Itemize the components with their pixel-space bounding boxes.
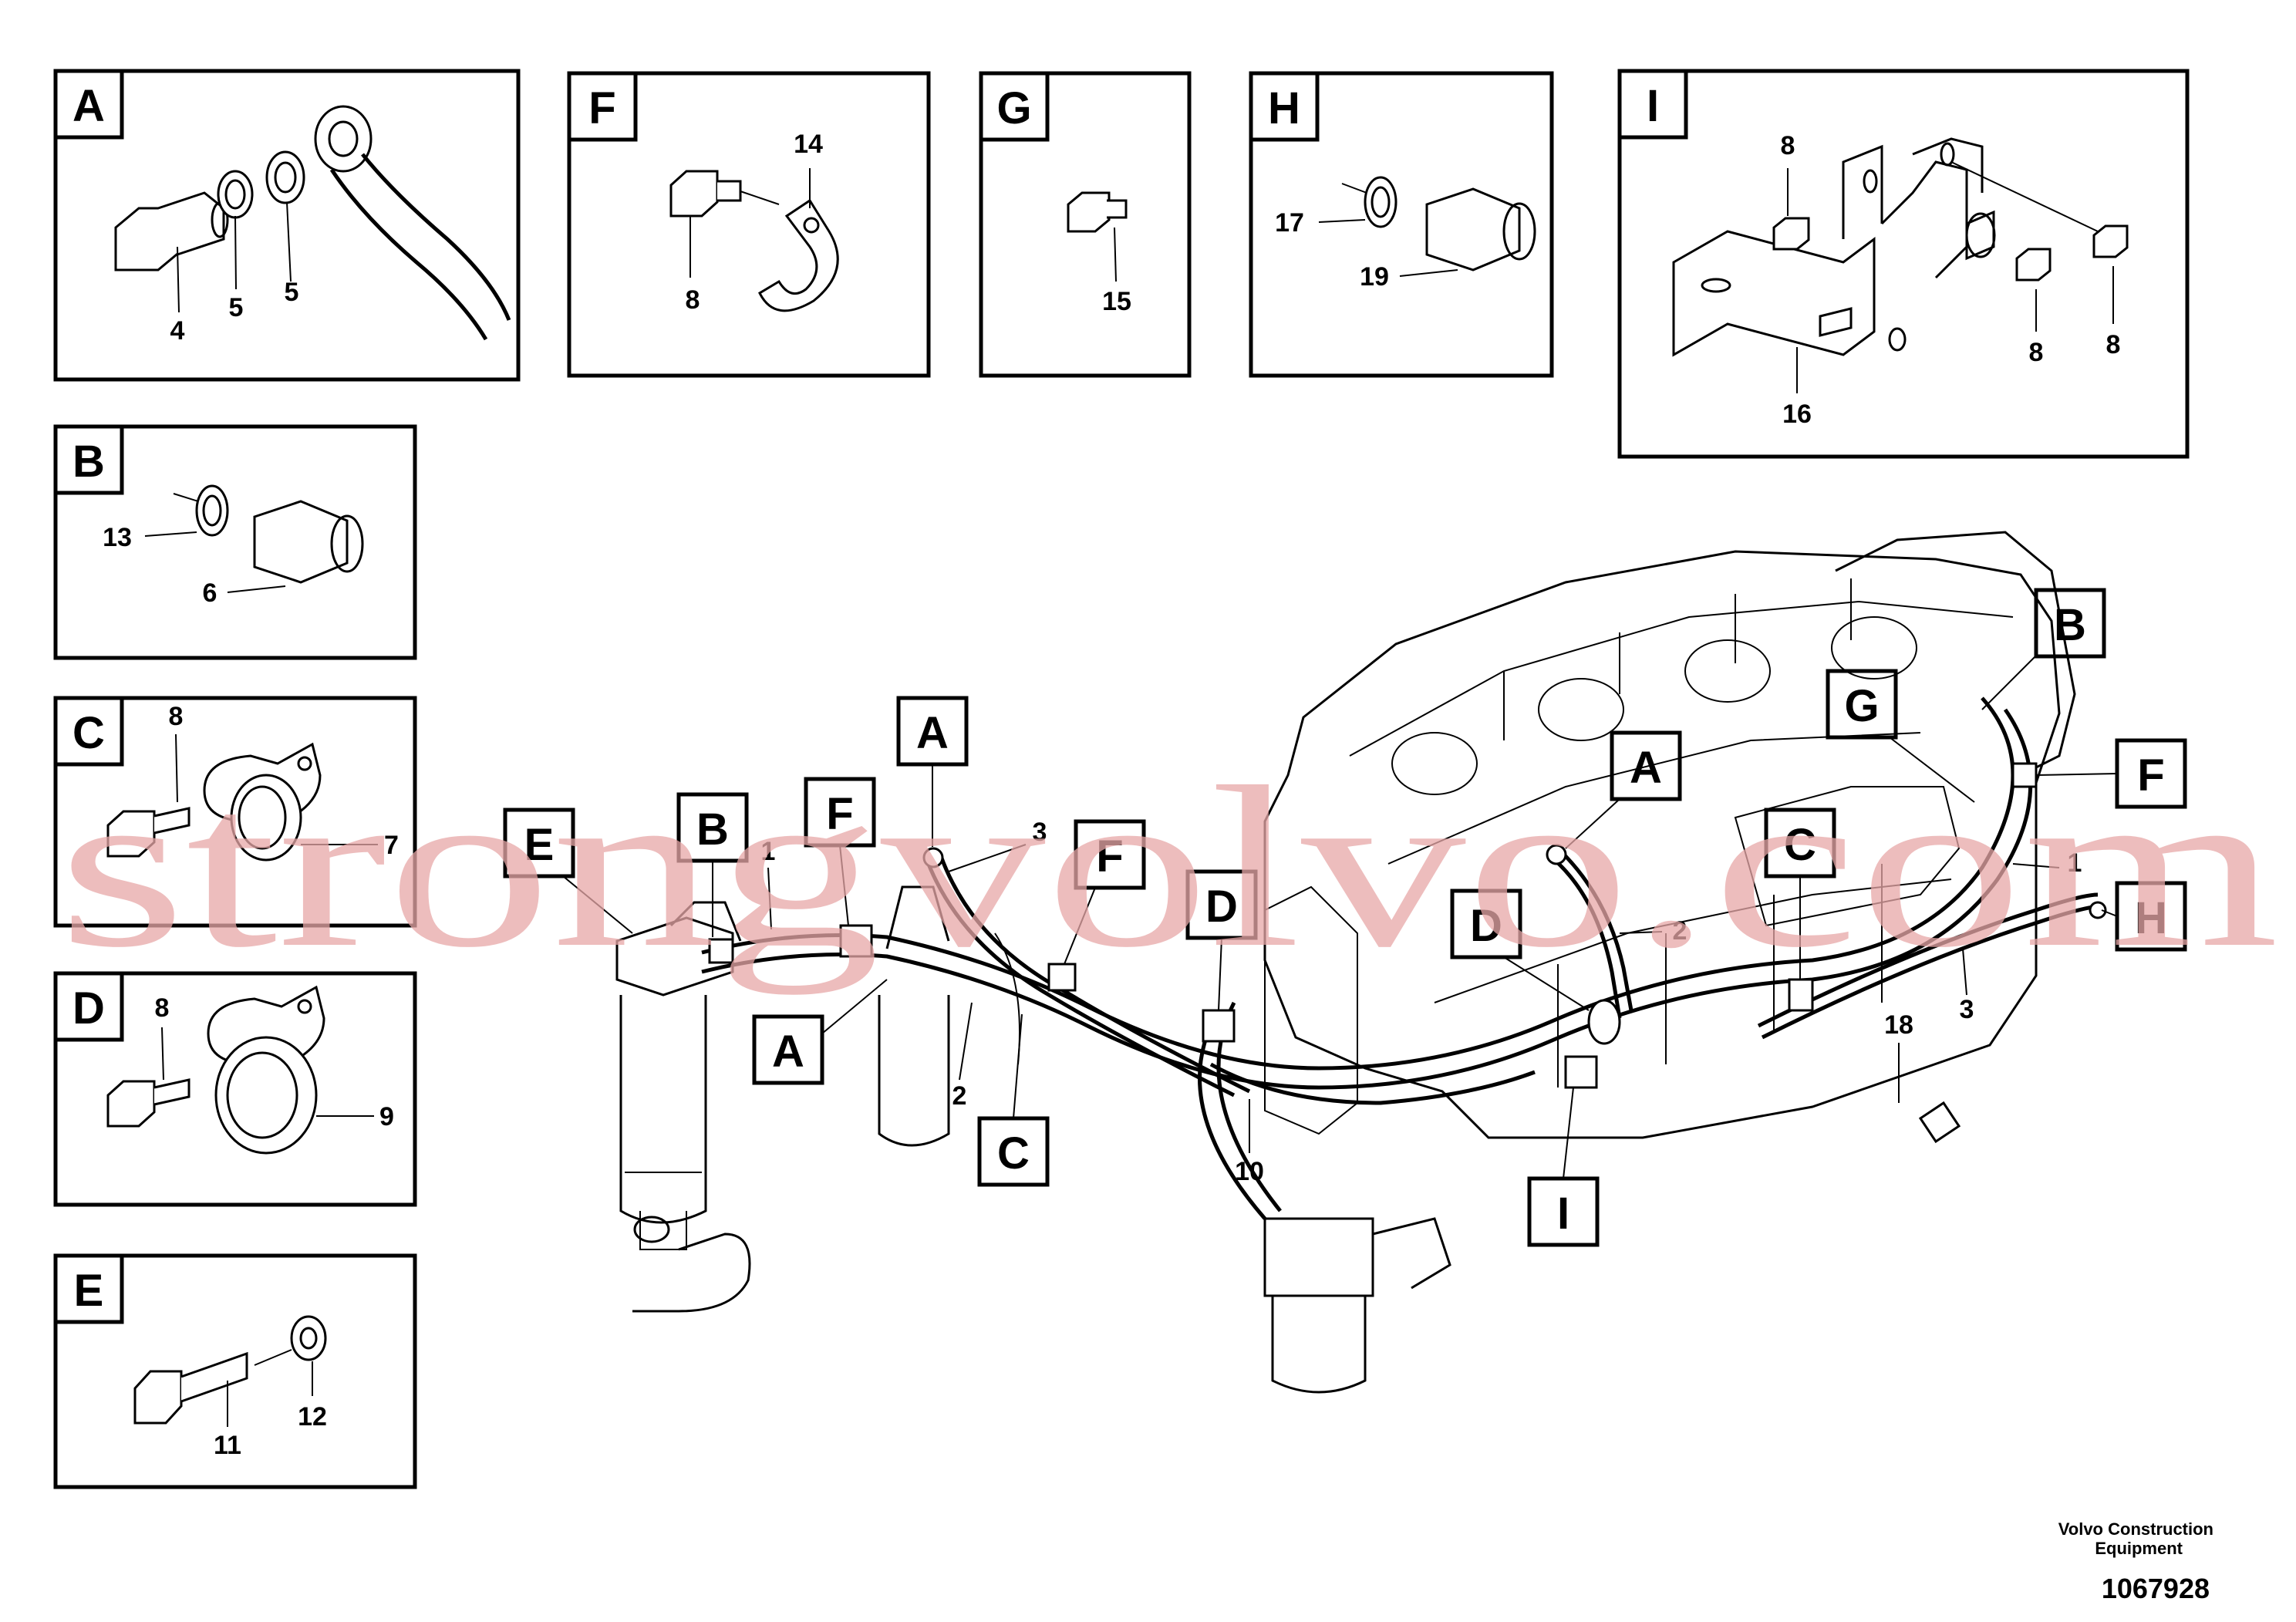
panel-letter: E — [74, 1266, 104, 1316]
svg-text:A: A — [916, 708, 949, 758]
svg-text:C: C — [997, 1128, 1030, 1179]
part-number: 16 — [1782, 400, 1812, 429]
part-number: 10 — [1235, 1157, 1264, 1186]
detail-panel-f[interactable]: F 14 8 — [567, 71, 931, 378]
detail-panel-g[interactable]: G 15 — [979, 71, 1192, 378]
part-number: 9 — [379, 1102, 394, 1131]
callout-a-main-2[interactable]: A — [752, 979, 888, 1085]
panel-letter: A — [72, 81, 105, 131]
part-number: 18 — [1884, 1010, 1913, 1040]
callout-f-main-3[interactable]: F — [2035, 738, 2187, 809]
svg-text:F: F — [2137, 750, 2164, 801]
part-number: 8 — [686, 285, 700, 315]
detail-panel-b[interactable]: B 13 6 — [53, 424, 417, 660]
callout-a-main-3[interactable]: A — [1565, 730, 1682, 849]
callout-i-main[interactable]: I — [1527, 1087, 1600, 1247]
main-part-numbers: 1 3 2 10 2 1 3 18 — [761, 818, 2082, 1186]
footer: Volvo Construction Equipment 1067928 — [2058, 1519, 2213, 1604]
part-number: 8 — [2029, 338, 2044, 367]
callout-h-main[interactable]: H — [2101, 881, 2187, 952]
svg-text:I: I — [1557, 1189, 1569, 1239]
detail-panel-h[interactable]: H 17 19 — [1249, 71, 1554, 378]
svg-text:A: A — [772, 1027, 804, 1077]
callout-e-main[interactable]: E — [503, 808, 633, 934]
svg-text:F: F — [1096, 831, 1123, 882]
part-number: 4 — [170, 316, 185, 346]
drawing-number: 1067928 — [2102, 1573, 2210, 1604]
callout-a-main-1[interactable]: A — [896, 696, 969, 847]
panel-letter: C — [72, 708, 105, 758]
part-number: 3 — [1033, 818, 1047, 847]
svg-text:D: D — [1470, 901, 1502, 951]
detail-panel-d[interactable]: D 8 9 — [53, 971, 417, 1207]
callout-d-main-1[interactable]: D — [1185, 869, 1258, 1011]
svg-text:G: G — [1844, 681, 1879, 731]
part-number: 5 — [229, 293, 244, 322]
part-number: 7 — [384, 831, 399, 860]
svg-text:E: E — [524, 820, 555, 870]
watermark: strongvolvo.com — [58, 739, 2279, 996]
engine-assembly — [615, 531, 2107, 1394]
callout-b-main-2[interactable]: B — [1981, 588, 2106, 710]
part-number: 2 — [952, 1081, 967, 1111]
part-number: 19 — [1360, 262, 1389, 292]
panel-letter: G — [996, 83, 1031, 133]
company-name-line2: Equipment — [2095, 1539, 2183, 1558]
svg-text:F: F — [826, 789, 853, 839]
part-number: 5 — [285, 278, 299, 307]
part-number: 13 — [103, 523, 132, 552]
panel-letter: F — [588, 83, 615, 133]
detail-panel-c[interactable]: C 8 7 — [53, 696, 417, 928]
part-number: 17 — [1275, 208, 1304, 238]
part-number: 1 — [2068, 848, 2082, 878]
svg-text:D: D — [1205, 882, 1238, 932]
part-number: 14 — [794, 130, 823, 159]
part-number: 8 — [2106, 330, 2121, 359]
callout-d-main-2[interactable]: D — [1450, 889, 1590, 1011]
part-number: 8 — [155, 993, 170, 1023]
panel-letter: D — [72, 983, 105, 1034]
part-number: 8 — [169, 702, 184, 731]
callout-f-main-1[interactable]: F — [804, 777, 876, 926]
part-number: 12 — [298, 1402, 327, 1431]
svg-text:C: C — [1784, 820, 1816, 870]
panel-letter: H — [1268, 83, 1300, 133]
callout-b-main[interactable]: B — [676, 792, 749, 937]
callout-c-main-2[interactable]: C — [1764, 808, 1836, 980]
callout-f-main-2[interactable]: F — [1064, 819, 1146, 965]
detail-panel-i[interactable]: I 8 8 8 16 — [1617, 69, 2190, 459]
part-number: 3 — [1960, 995, 1974, 1024]
part-number: 11 — [214, 1431, 241, 1460]
panel-letter: I — [1647, 81, 1659, 131]
svg-text:A: A — [1630, 743, 1662, 793]
part-number: 1 — [761, 837, 776, 866]
part-number: 2 — [1673, 916, 1687, 946]
company-name-line1: Volvo Construction — [2058, 1519, 2213, 1539]
panel-letter: B — [72, 437, 105, 487]
part-number: 6 — [203, 578, 217, 608]
svg-text:B: B — [2054, 600, 2086, 650]
svg-text:H: H — [2135, 893, 2167, 943]
callout-c-main-1[interactable]: C — [977, 1013, 1050, 1187]
callout-g-main[interactable]: G — [1826, 669, 1975, 803]
detail-panel-a[interactable]: A 4 5 5 — [53, 69, 521, 382]
svg-text:B: B — [696, 804, 729, 855]
detail-panel-e[interactable]: E 11 12 — [53, 1253, 417, 1489]
part-number: 8 — [1781, 131, 1795, 160]
part-number: 15 — [1102, 287, 1131, 316]
